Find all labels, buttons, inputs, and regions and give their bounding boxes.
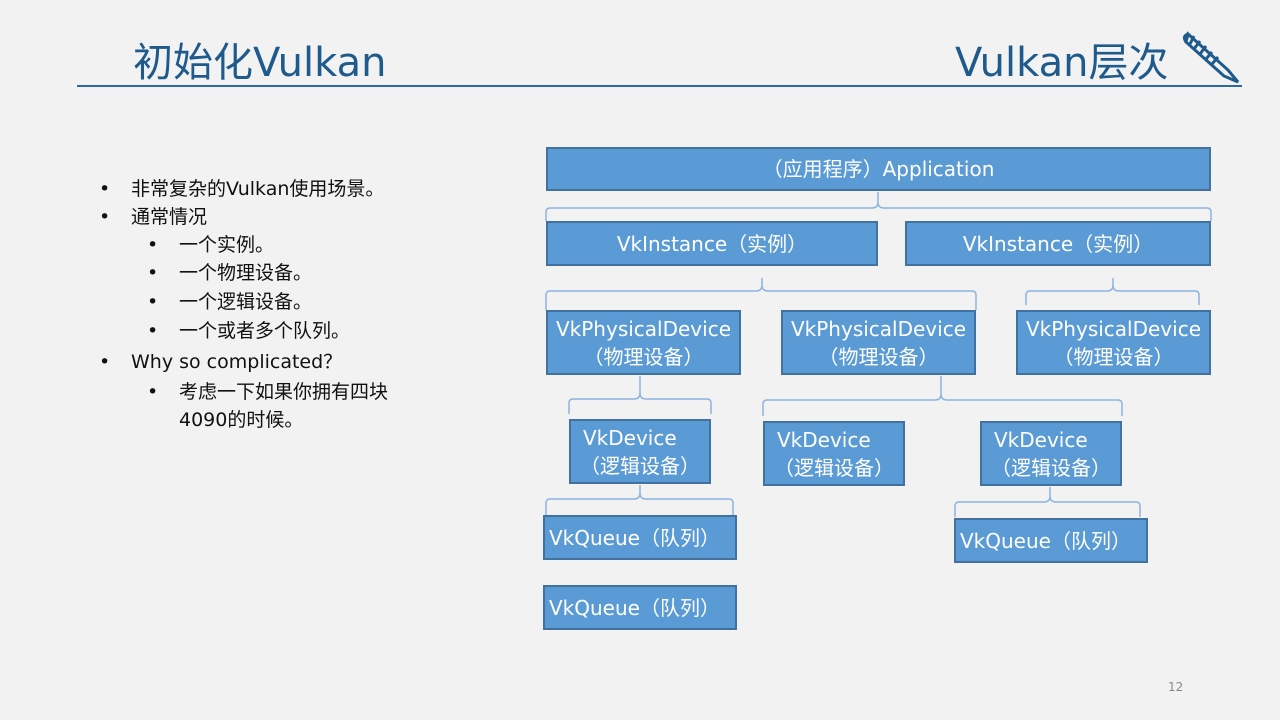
queue-box: VkQueue（队列）: [543, 585, 737, 630]
box-label: VkPhysicalDevice: [790, 316, 967, 341]
instance-box: VkInstance（实例）: [905, 221, 1211, 266]
bullet-text: 一个逻辑设备。: [179, 291, 313, 313]
box-sublabel: （物理设备）: [583, 344, 704, 369]
bullet-text: 考虑一下如果你拥有四块: [179, 381, 389, 403]
device-box: VkDevice （逻辑设备）: [569, 419, 711, 484]
bullet-dot: •: [147, 234, 159, 256]
bullet-text: Why so complicated？: [131, 351, 343, 373]
device-box: VkDevice （逻辑设备）: [980, 421, 1122, 486]
brace-physical-1: [568, 376, 712, 414]
bullet-item: • 通常情况: [99, 203, 208, 231]
bullet-dot: •: [99, 178, 111, 200]
pencil-icon: [1182, 31, 1240, 84]
bullet-item: • 一个实例。: [147, 231, 275, 259]
bullet-text: 一个实例。: [179, 234, 275, 256]
box-label: VkQueue（队列）: [960, 528, 1131, 553]
box-label: VkPhysicalDevice: [555, 316, 732, 341]
bullet-dot: •: [147, 262, 159, 284]
device-box: VkDevice （逻辑设备）: [763, 421, 905, 486]
bullet-item: • 一个或者多个队列。: [147, 317, 351, 345]
box-label: VkPhysicalDevice: [1025, 316, 1202, 341]
box-label: VkDevice: [777, 427, 871, 452]
bullet-item: • 一个物理设备。: [147, 259, 313, 287]
box-sublabel: （逻辑设备）: [774, 455, 894, 480]
page-number: 12: [1168, 680, 1184, 694]
bullet-text: 一个或者多个队列。: [179, 320, 351, 342]
bullet-dot: •: [99, 351, 111, 373]
box-sublabel: （物理设备）: [1053, 344, 1174, 369]
bullet-dot: •: [147, 291, 159, 313]
box-label: VkInstance（实例）: [962, 231, 1154, 256]
brace-physical-2: [762, 376, 1123, 416]
bullet-item: • Why so complicated？: [99, 348, 343, 376]
box-label: VkInstance（实例）: [616, 231, 808, 256]
box-sublabel: （物理设备）: [818, 344, 939, 369]
box-label: VkQueue（队列）: [549, 525, 720, 550]
box-sublabel: （逻辑设备）: [991, 455, 1111, 480]
brace-instance-2: [1025, 278, 1200, 305]
box-label: VkDevice: [994, 427, 1088, 452]
brace-application: [545, 192, 1212, 221]
bullet-item: • 考虑一下如果你拥有四块: [147, 378, 389, 406]
section-title: Vulkan层次: [955, 40, 1169, 86]
box-label: （应用程序）Application: [762, 157, 995, 181]
bullet-dot: •: [147, 381, 159, 403]
physical-device-box: VkPhysicalDevice （物理设备）: [781, 310, 976, 375]
physical-device-box: VkPhysicalDevice （物理设备）: [546, 310, 741, 375]
queue-box: VkQueue（队列）: [954, 518, 1148, 563]
bullet-text: 一个物理设备。: [179, 262, 313, 284]
bullet-text: 非常复杂的Vulkan使用场景。: [131, 178, 385, 200]
slide-title: 初始化Vulkan: [133, 40, 387, 86]
bullet-item: • 非常复杂的Vulkan使用场景。: [99, 175, 385, 203]
bullet-text: 通常情况: [131, 206, 208, 228]
physical-device-box: VkPhysicalDevice （物理设备）: [1016, 310, 1211, 375]
bullet-dot: •: [99, 206, 111, 228]
bullet-item-continuation: 4090的时候。: [179, 406, 303, 434]
brace-device-1: [545, 485, 734, 515]
application-box: （应用程序）Application: [546, 147, 1211, 191]
box-sublabel: （逻辑设备）: [580, 453, 700, 478]
box-label: VkQueue（队列）: [549, 595, 720, 620]
instance-box: VkInstance（实例）: [546, 221, 878, 266]
brace-instance-1: [545, 278, 977, 310]
bullet-text: 4090的时候。: [179, 409, 304, 431]
bullet-dot: •: [147, 320, 159, 342]
brace-device-3: [954, 487, 1141, 517]
box-label: VkDevice: [583, 425, 677, 450]
title-divider: [77, 85, 1242, 87]
bullet-item: • 一个逻辑设备。: [147, 288, 313, 316]
queue-box: VkQueue（队列）: [543, 515, 737, 560]
